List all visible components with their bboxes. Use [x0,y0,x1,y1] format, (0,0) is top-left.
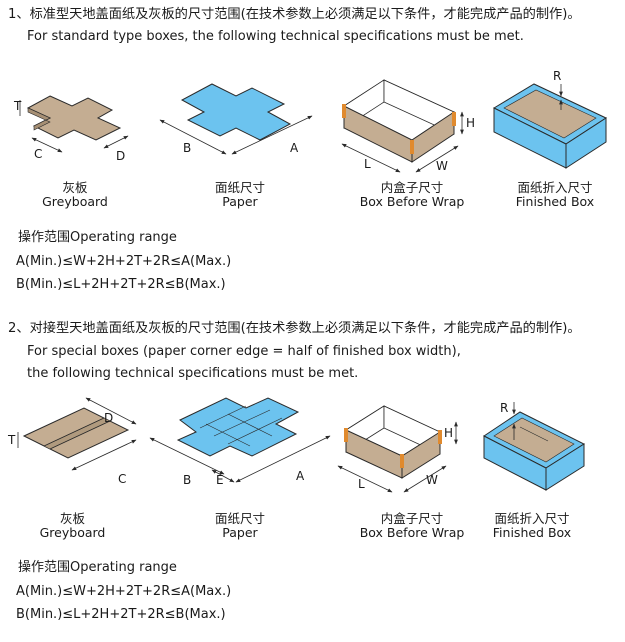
corner-tape [400,454,404,468]
section1-title-cn: 1、标准型天地盖面纸及灰板的尺寸范围(在技术参数上必须满足以下条件，才能完成产品… [8,7,581,22]
caption-en: Finished Box [492,525,572,540]
section2-formula-b: B(Min.)≤L+2H+2T+2R≤B(Max.) [16,607,226,622]
section2-caption-finished-box: 面纸折入尺寸 Finished Box [482,512,582,540]
label-W: W [436,159,448,173]
finished-front-right [545,443,585,491]
label-L: L [358,477,365,491]
section1-caption-box-before-wrap: 内盒子尺寸 Box Before Wrap [352,181,472,209]
label-D: D [104,411,113,425]
label-T: T [13,99,22,113]
corner-tape [410,140,414,154]
label-E: E [216,473,224,487]
section1-formula-b: B(Min.)≤L+2H+2T+2R≤B(Max.) [16,277,226,292]
label-C: C [34,147,42,161]
corner-tape [452,112,456,126]
label-D: D [116,149,125,163]
caption-cn: 内盒子尺寸 [380,180,444,195]
finished-inside [503,89,597,139]
label-A: A [290,141,299,155]
caption-cn: 灰板 [59,511,85,526]
caption-en: Greyboard [39,525,106,540]
section1-range-title: 操作范围Operating range [18,230,177,245]
section2-finished-box-figure: R [483,401,586,491]
caption-en: Box Before Wrap [359,525,465,540]
caption-cn: 内盒子尺寸 [380,511,444,526]
section1-caption-finished-box: 面纸折入尺寸 Finished Box [505,181,605,209]
section1-greyboard-figure: T C D [13,95,129,163]
caption-cn: 面纸尺寸 [214,511,265,526]
corner-tape [342,104,346,118]
label-C: C [118,472,126,486]
corner-tape [438,430,442,444]
label-H: H [444,426,453,440]
caption-en: Box Before Wrap [359,194,465,209]
label-W: W [426,473,438,487]
label-R: R [553,69,561,83]
label-H: H [466,116,475,130]
section2-caption-paper: 面纸尺寸 Paper [200,512,280,540]
caption-cn: 灰板 [62,180,88,195]
section2-title-en-2: the following technical specifications m… [27,366,359,381]
section2-caption-greyboard: 灰板 Greyboard [35,512,110,540]
caption-cn: 面纸折入尺寸 [517,180,593,195]
caption-cn: 面纸尺寸 [214,180,265,195]
finished-front-right [565,117,607,169]
section1-caption-greyboard: 灰板 Greyboard [40,181,110,209]
paper-shape [176,397,300,457]
section2-greyboard-figure: T D C [7,397,137,486]
section2-formula-a: A(Min.)≤W+2H+2T+2R≤A(Max.) [16,584,232,599]
caption-en: Paper [222,525,258,540]
caption-en: Finished Box [515,194,595,209]
section2-title-cn: 2、对接型天地盖面纸及灰板的尺寸范围(在技术参数上必须满足以下条件，才能完成产品… [8,321,581,336]
caption-en: Paper [222,194,258,209]
paper-shape [180,83,292,141]
section2-paper-figure: B E A [149,397,331,487]
section1-formula-a: A(Min.)≤W+2H+2T+2R≤A(Max.) [16,254,232,269]
section2-range-title: 操作范围Operating range [18,560,177,575]
label-A: A [296,469,305,483]
section2-title-en-1: For special boxes (paper corner edge = h… [27,344,461,359]
section1-caption-paper: 面纸尺寸 Paper [200,181,280,209]
label-R: R [500,401,508,415]
section2-box-before-wrap-figure: H L W [337,405,458,493]
label-B: B [183,141,191,155]
greyboard-edge [27,107,51,131]
caption-en: Greyboard [42,194,108,209]
section2-caption-box-before-wrap: 内盒子尺寸 Box Before Wrap [352,512,472,540]
section1-paper-figure: B A [159,83,313,155]
label-T: T [7,433,16,447]
caption-cn: 面纸折入尺寸 [494,511,570,526]
label-B: B [183,473,191,487]
section1-box-before-wrap-figure: H L W [341,79,475,173]
corner-tape [344,428,348,442]
section1-title-en: For standard type boxes, the following t… [27,29,524,44]
label-L: L [364,157,371,171]
section1-finished-box-figure: R [492,69,608,169]
